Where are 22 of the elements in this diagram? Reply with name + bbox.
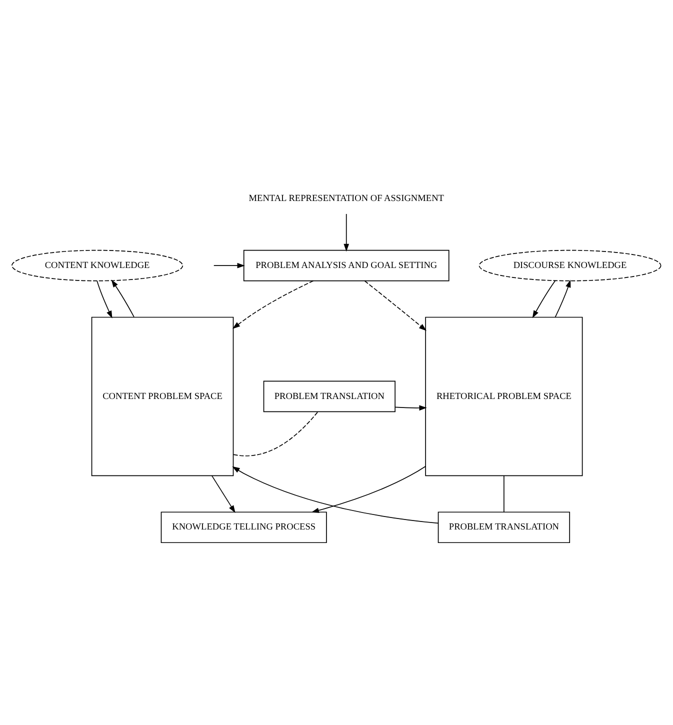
node-box: RHETORICAL PROBLEM SPACE <box>425 316 583 476</box>
node-ellipse: DISCOURSE KNOWLEDGE <box>478 249 662 281</box>
arrow <box>311 465 426 512</box>
node-ellipse: CONTENT KNOWLEDGE <box>12 249 184 281</box>
arrow <box>232 466 439 524</box>
arrow <box>532 280 556 318</box>
arrow <box>96 280 112 318</box>
arrow <box>344 213 350 252</box>
arrow <box>212 474 236 513</box>
node-text: MENTAL REPRESENTATION OF ASSIGNMENT <box>248 194 444 204</box>
node-box: PROBLEM TRANSLATION <box>263 380 396 412</box>
arrow <box>232 280 314 328</box>
node-box: CONTENT PROBLEM SPACE <box>91 316 234 476</box>
arrow <box>394 404 427 410</box>
connector <box>233 410 318 456</box>
arrow <box>111 279 134 317</box>
arrow <box>554 279 571 318</box>
node-box: KNOWLEDGE TELLING PROCESS <box>160 511 327 543</box>
node-box: PROBLEM ANALYSIS AND GOAL SETTING <box>243 249 450 281</box>
node-box: PROBLEM TRANSLATION <box>438 511 570 543</box>
arrow <box>213 262 245 268</box>
arrow <box>364 280 427 330</box>
